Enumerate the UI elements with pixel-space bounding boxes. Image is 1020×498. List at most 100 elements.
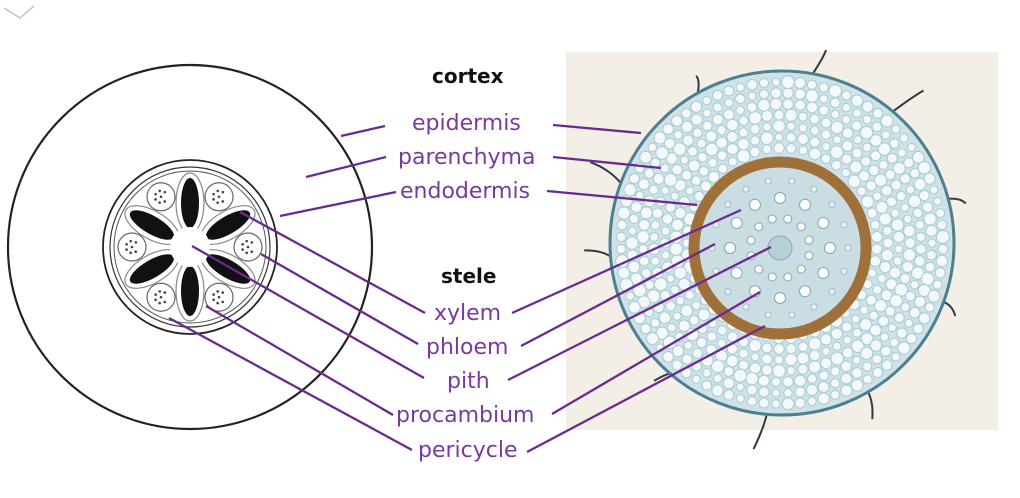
cortex-cell bbox=[897, 148, 907, 158]
cortex-cell bbox=[890, 179, 903, 191]
phloem-dot bbox=[163, 190, 167, 194]
cortex-cell bbox=[923, 172, 936, 185]
cortex-cell bbox=[750, 352, 760, 362]
cortex-cell bbox=[873, 173, 888, 188]
cortex-cell bbox=[870, 230, 883, 243]
cortex-cell bbox=[659, 163, 670, 174]
small-cell bbox=[764, 311, 772, 319]
cortex-cell bbox=[647, 142, 658, 153]
cortex-cell bbox=[690, 175, 702, 187]
schematic-pericycle-ring bbox=[109, 166, 271, 328]
cortex-cell bbox=[879, 260, 892, 274]
cortex-cell bbox=[623, 183, 637, 197]
procambium-label: procambium bbox=[396, 403, 535, 428]
cortex-cell bbox=[702, 108, 712, 118]
vessel bbox=[817, 217, 830, 229]
stele-heading: stele bbox=[441, 264, 497, 288]
cortex-cell bbox=[734, 93, 746, 105]
cortex-cell bbox=[683, 340, 693, 351]
endodermis-label: endodermis bbox=[400, 179, 531, 204]
cortex-cell bbox=[888, 266, 902, 280]
cortex-cell bbox=[902, 248, 917, 262]
chevron-down-icon bbox=[3, 5, 35, 19]
cortex-cell bbox=[717, 163, 729, 174]
xylem-arm-core bbox=[205, 210, 251, 240]
pith-leader-left bbox=[191, 245, 425, 379]
cortex-cell bbox=[637, 178, 651, 191]
cortex-cell bbox=[639, 150, 653, 164]
cortex-cell bbox=[876, 273, 887, 284]
cortex-cell bbox=[872, 284, 883, 295]
cortex-cell bbox=[794, 386, 806, 398]
phloem-dot bbox=[221, 190, 225, 194]
cortex-cell bbox=[749, 135, 761, 146]
small-cell bbox=[828, 200, 836, 208]
pericycle-label: pericycle bbox=[418, 438, 518, 463]
cortex-cell bbox=[860, 155, 872, 167]
cortex-cell bbox=[738, 127, 749, 138]
cortex-cell bbox=[908, 306, 921, 319]
pith-leader-right bbox=[507, 245, 772, 382]
cortex-cell bbox=[927, 238, 937, 248]
cortex-cell bbox=[828, 84, 843, 98]
cortex-cell bbox=[808, 360, 822, 374]
cortex-cell bbox=[699, 180, 712, 193]
cortex-cell bbox=[627, 226, 638, 236]
cortex-cell bbox=[770, 376, 782, 387]
parenchyma-label: parenchyma bbox=[398, 145, 536, 170]
cortex-cell bbox=[899, 272, 911, 285]
cortex-cell bbox=[723, 85, 735, 97]
cortex-cell bbox=[636, 230, 650, 244]
cortex-cell bbox=[859, 318, 873, 332]
cortex-cell bbox=[841, 321, 853, 333]
cortex-cell bbox=[711, 113, 724, 126]
cortex-cell bbox=[913, 255, 926, 268]
cortex-cell bbox=[693, 190, 705, 202]
cortex-cell bbox=[865, 179, 877, 192]
vessel bbox=[767, 214, 777, 224]
vessel bbox=[799, 285, 811, 298]
cortex-cell bbox=[935, 254, 949, 268]
cortex-cell bbox=[691, 127, 703, 139]
cortex-cell bbox=[832, 135, 842, 145]
cortex-cell bbox=[873, 299, 888, 313]
phloem-dot bbox=[129, 239, 133, 243]
cortex-cell bbox=[884, 169, 896, 181]
phloem-dot bbox=[158, 201, 161, 204]
small-cell bbox=[840, 267, 848, 275]
vessel bbox=[730, 217, 743, 229]
cortex-cell bbox=[758, 88, 770, 100]
phloem-group bbox=[146, 282, 176, 312]
cortex-cell bbox=[716, 325, 728, 336]
cortex-cell bbox=[669, 242, 684, 256]
phloem-dot bbox=[221, 200, 225, 203]
cortex-cell bbox=[758, 397, 770, 409]
cortex-cell bbox=[807, 336, 822, 351]
cortex-cell bbox=[882, 237, 894, 249]
cortex-cell bbox=[830, 351, 845, 366]
cortex-cell bbox=[909, 279, 920, 290]
cortex-cell bbox=[851, 120, 863, 132]
cortex-cell bbox=[817, 381, 830, 394]
cortex-cell bbox=[701, 379, 713, 391]
cortex-cell bbox=[749, 123, 761, 135]
phloem-dot bbox=[154, 192, 157, 196]
cortex-cell bbox=[673, 129, 683, 140]
cortex-cell bbox=[869, 323, 882, 337]
cortex-cell bbox=[660, 250, 671, 260]
cortex-cell bbox=[890, 218, 905, 232]
cortex-cell bbox=[653, 131, 667, 145]
cortex-cell bbox=[929, 185, 939, 195]
cortex-cell bbox=[869, 339, 883, 352]
phloem-dot bbox=[130, 245, 134, 249]
phloem-dot bbox=[159, 195, 163, 199]
cortex-cell bbox=[850, 339, 865, 354]
cortex-cell bbox=[679, 155, 690, 165]
phloem-leader-left bbox=[260, 253, 419, 345]
phloem-group bbox=[117, 232, 147, 262]
cortex-cell bbox=[830, 389, 841, 401]
cortex-cell bbox=[725, 118, 739, 132]
cortex-cell bbox=[841, 167, 851, 178]
cortex-cell bbox=[680, 120, 694, 134]
cortex-cell bbox=[711, 89, 724, 102]
